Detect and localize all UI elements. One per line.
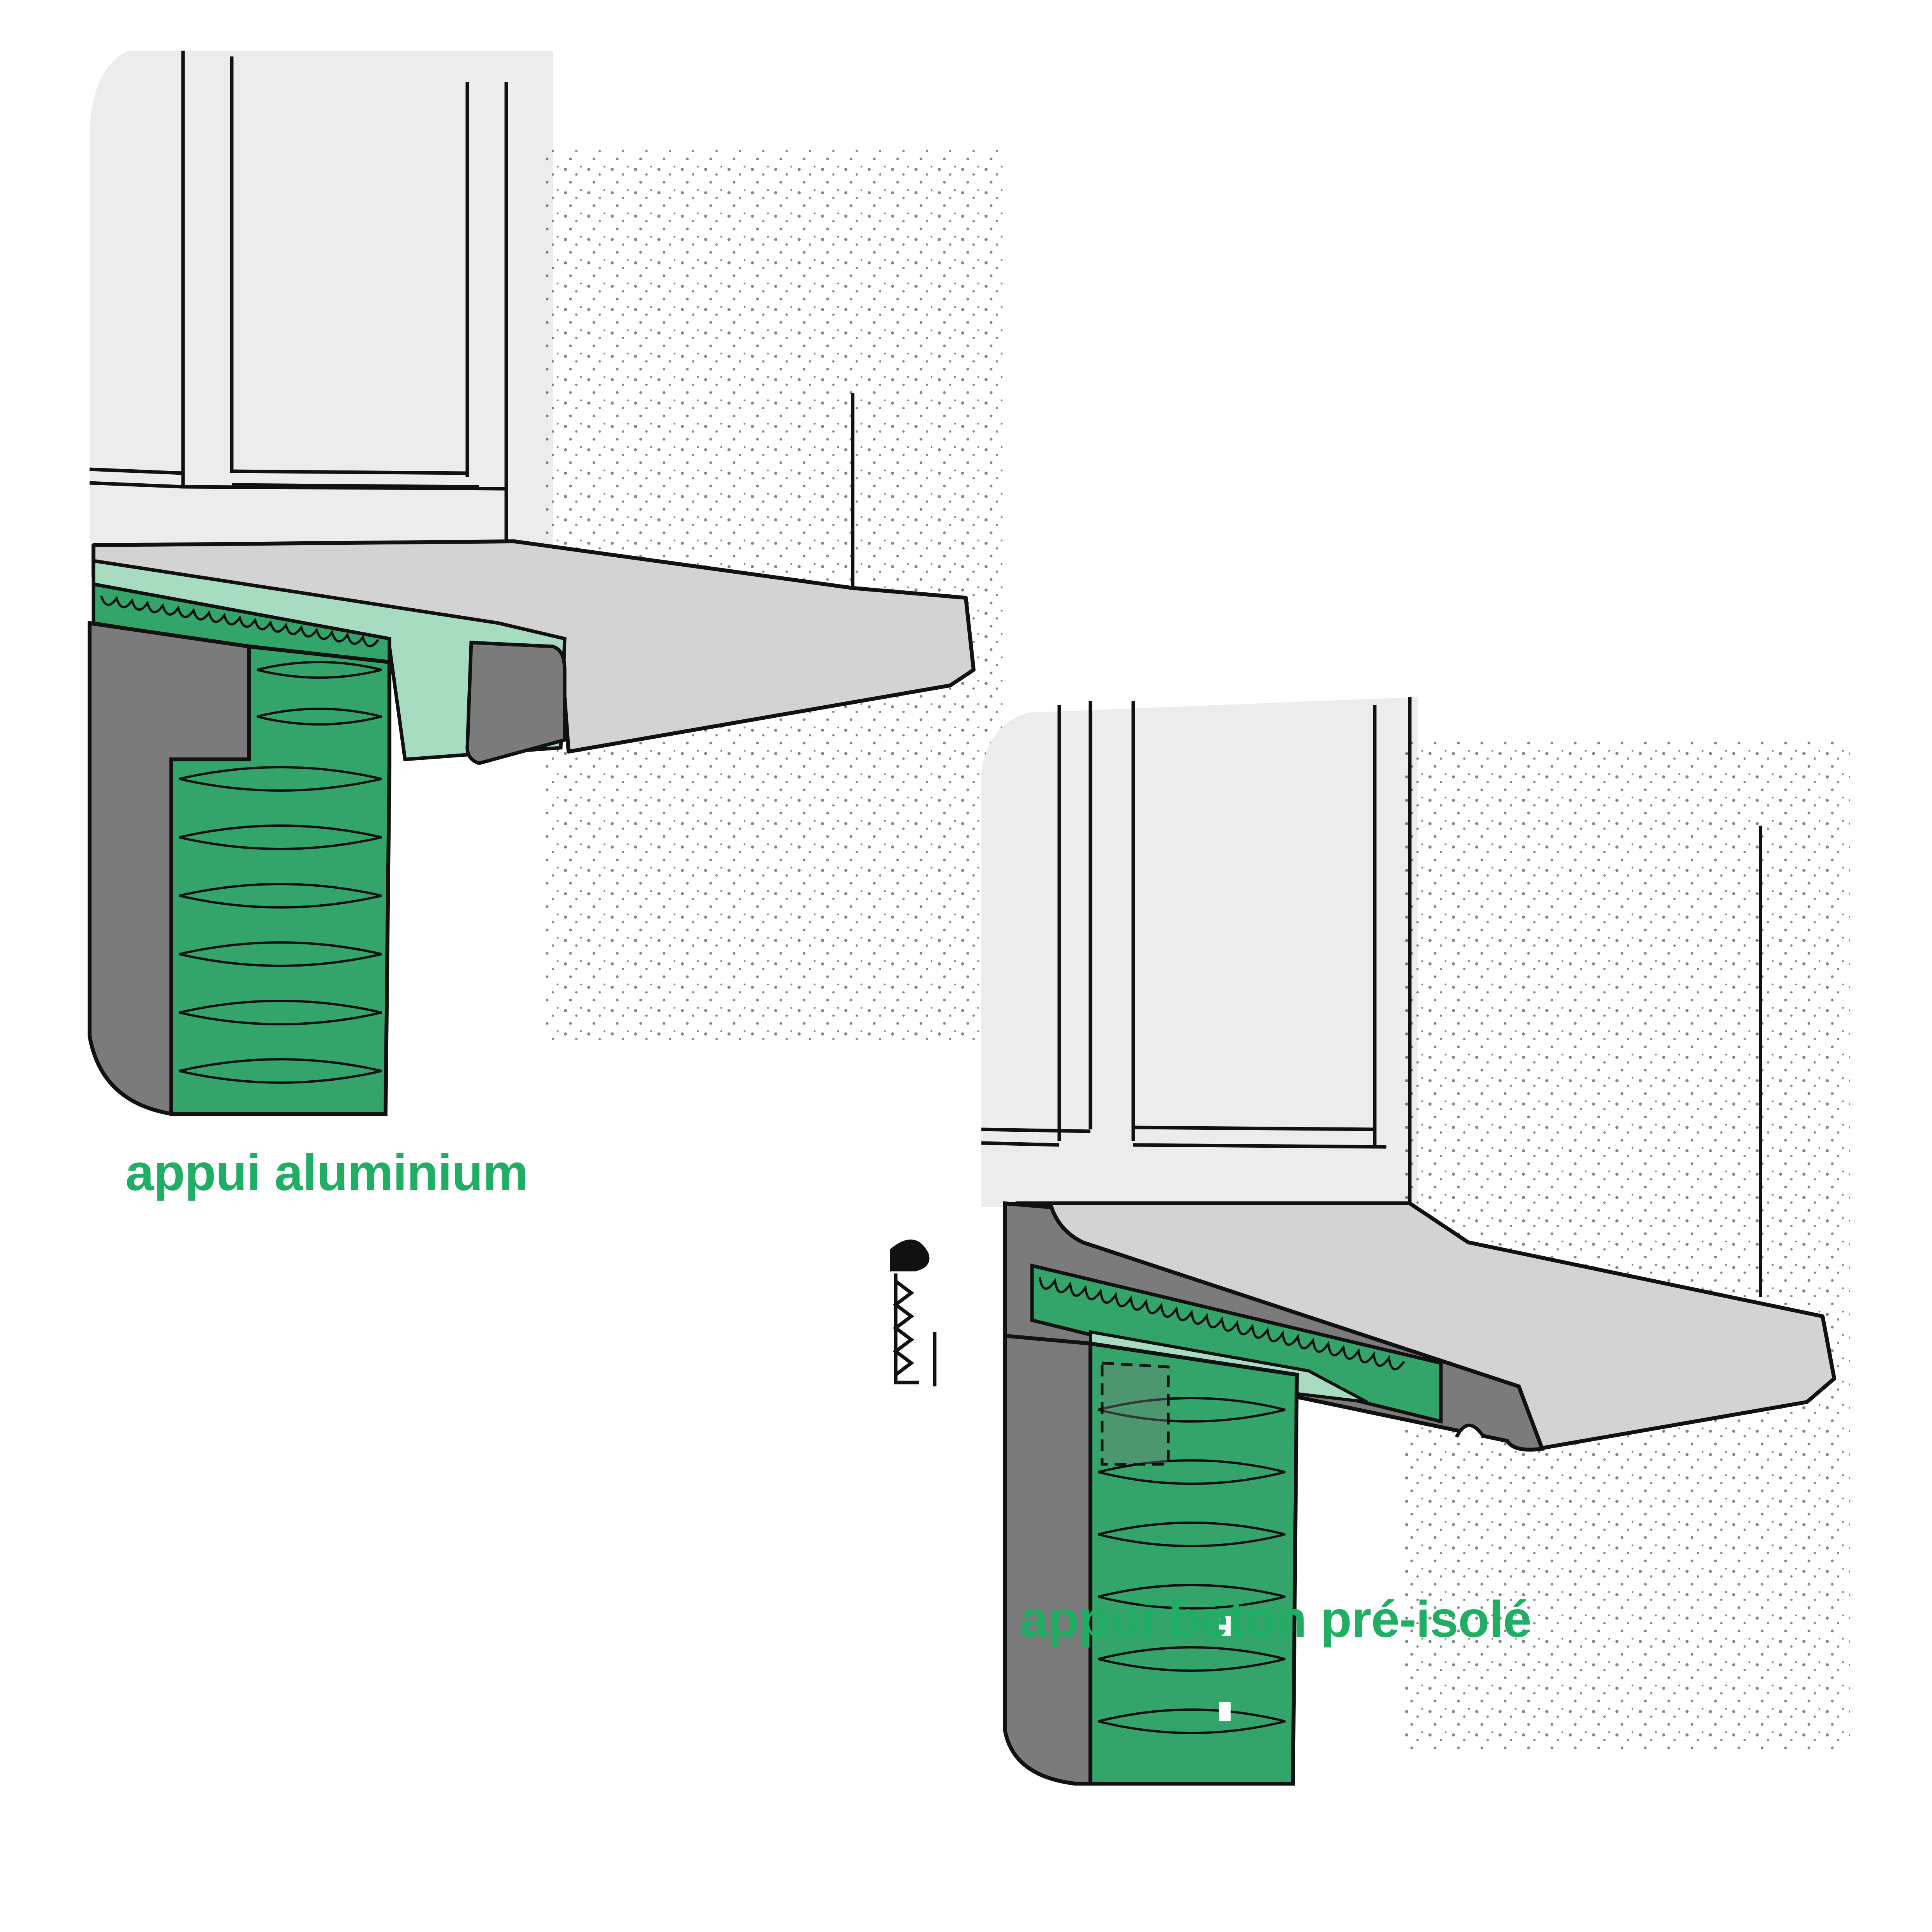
external-insulation — [169, 644, 391, 1116]
fixing-anchor — [1219, 1616, 1231, 1636]
aluminium-sill-illustration — [88, 51, 1005, 1116]
caption-aluminium-sill: appui aluminium — [125, 1144, 528, 1201]
fixing-anchor — [1219, 1702, 1231, 1721]
external-insulation — [1088, 1341, 1299, 1786]
wall-core — [1003, 1333, 1092, 1786]
precast-concrete-sill-illustration — [981, 697, 1850, 1786]
cut-outline — [1101, 1361, 1170, 1466]
drip-groove — [1455, 1423, 1485, 1438]
window-frame — [89, 51, 508, 543]
aluminium-profile — [465, 641, 567, 765]
integrated-insulation — [1030, 1263, 1443, 1424]
sealant-tube-icon — [890, 1239, 937, 1386]
wall-background — [90, 51, 553, 545]
caption-precast-sill: appui béton pré-isolé — [1020, 1590, 1532, 1648]
